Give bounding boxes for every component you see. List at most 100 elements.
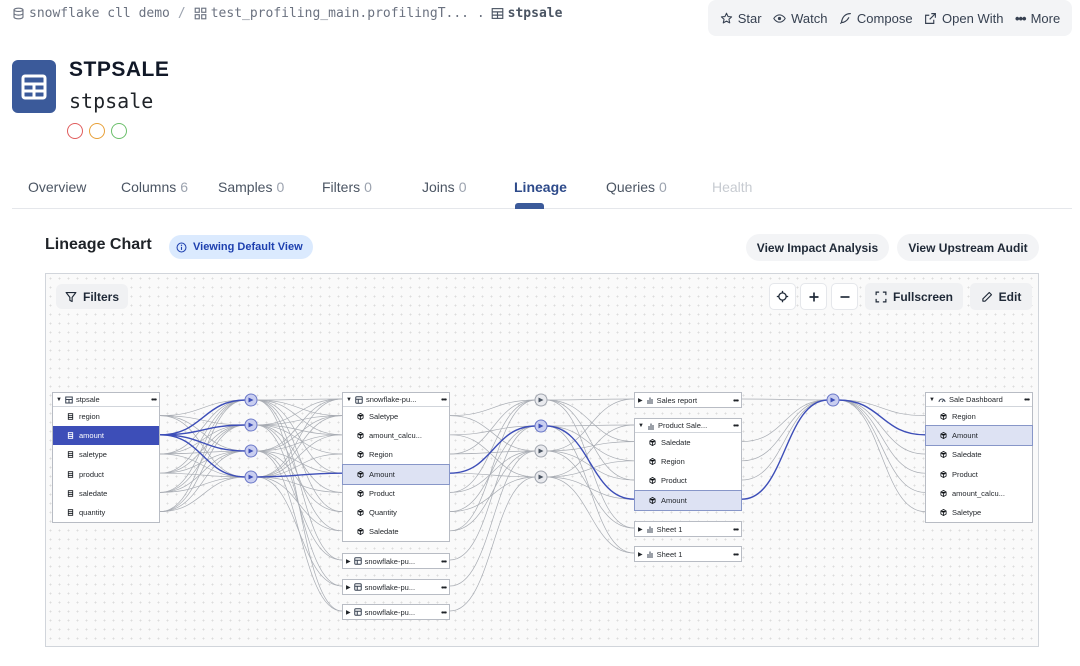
lineage-column-product[interactable]: product: [53, 465, 159, 484]
lineage-column-saledate[interactable]: Saledate: [343, 522, 449, 541]
lineage-node-sheet-1[interactable]: ▶Sheet 1•••: [634, 546, 742, 562]
lineage-column-amount-calcu[interactable]: amount_calcu...: [926, 484, 1032, 503]
lineage-node-header[interactable]: ▶Sheet 1•••: [635, 522, 741, 536]
recenter-button[interactable]: [769, 283, 796, 310]
caret-right-icon[interactable]: ▶: [638, 397, 643, 404]
caret-right-icon[interactable]: ▶: [346, 584, 351, 591]
breadcrumb-item-datasource[interactable]: snowflake cll demo: [12, 6, 170, 21]
lineage-column-amount[interactable]: amount: [53, 426, 159, 446]
caret-down-icon[interactable]: ▼: [929, 396, 935, 403]
lineage-node-header[interactable]: ▼Product Sale...•••: [635, 419, 741, 433]
lineage-column-saledate[interactable]: Saledate: [926, 445, 1032, 464]
compose-button[interactable]: Compose: [839, 11, 913, 26]
info-icon: [176, 242, 187, 252]
lineage-column-amount[interactable]: Amount: [342, 463, 450, 485]
open-with-button[interactable]: Open With: [924, 11, 1003, 26]
zoom-in-button[interactable]: [800, 283, 827, 310]
zoom-out-button[interactable]: [831, 283, 858, 310]
lineage-edge: [159, 399, 247, 493]
lineage-edge: [255, 450, 343, 474]
lineage-column-region[interactable]: Region: [926, 407, 1032, 426]
lineage-column-amount[interactable]: Amount: [634, 489, 742, 511]
lineage-column-saletype[interactable]: Saletype: [926, 503, 1032, 522]
view-impact-analysis-button[interactable]: View Impact Analysis: [746, 234, 889, 261]
status-dot-green[interactable]: [111, 123, 127, 139]
node-menu-icon[interactable]: •••: [1024, 395, 1030, 404]
caret-right-icon[interactable]: ▶: [346, 609, 351, 616]
status-dot-orange[interactable]: [89, 123, 105, 139]
lineage-node-snowflake-pu[interactable]: ▶snowflake-pu...•••: [342, 553, 450, 569]
caret-down-icon[interactable]: ▼: [56, 396, 62, 403]
node-menu-icon[interactable]: •••: [441, 395, 447, 404]
lineage-node-title: stpsale: [75, 395, 100, 404]
node-menu-icon[interactable]: •••: [151, 395, 157, 404]
page-subtitle: stpsale: [69, 89, 154, 113]
lineage-column-saletype[interactable]: Saletype: [343, 407, 449, 426]
caret-down-icon[interactable]: ▼: [638, 422, 644, 429]
lineage-node-snowflake-pu[interactable]: ▶snowflake-pu...•••: [342, 579, 450, 595]
page-title: STPSALE: [69, 58, 170, 81]
node-menu-icon[interactable]: •••: [733, 395, 739, 405]
node-menu-icon[interactable]: •••: [441, 556, 447, 566]
lineage-chart-title: Lineage Chart: [45, 236, 152, 253]
view-badge[interactable]: Viewing Default View: [169, 235, 313, 259]
lineage-column-amount-calcu[interactable]: amount_calcu...: [343, 426, 449, 445]
node-menu-icon[interactable]: •••: [441, 607, 447, 617]
lineage-node-header[interactable]: ▶Sales report•••: [635, 393, 741, 407]
edit-button[interactable]: Edit: [970, 283, 1032, 310]
lineage-column-quantity[interactable]: quantity: [53, 503, 159, 522]
caret-down-icon[interactable]: ▼: [346, 396, 352, 403]
caret-right-icon[interactable]: ▶: [638, 526, 643, 533]
lineage-node-header[interactable]: ▶snowflake-pu...•••: [343, 605, 449, 619]
star-button[interactable]: Star: [720, 11, 762, 26]
watch-button[interactable]: Watch: [773, 11, 827, 26]
caret-right-icon[interactable]: ▶: [346, 558, 351, 565]
fullscreen-button[interactable]: Fullscreen: [865, 283, 963, 310]
node-menu-icon[interactable]: •••: [733, 524, 739, 534]
lineage-node-header[interactable]: ▼snowflake-pu...•••: [343, 393, 449, 407]
lineage-column-region[interactable]: region: [53, 407, 159, 426]
node-menu-icon[interactable]: •••: [733, 421, 739, 430]
node-menu-icon[interactable]: •••: [733, 549, 739, 559]
lineage-column-saletype[interactable]: saletype: [53, 445, 159, 464]
more-button[interactable]: ••• More: [1015, 11, 1060, 26]
lineage-node-sales-report[interactable]: ▶Sales report•••: [634, 392, 742, 408]
tab-overview[interactable]: Overview: [28, 179, 86, 195]
status-dot-red[interactable]: [67, 123, 83, 139]
lineage-node-header[interactable]: ▼Sale Dashboard•••: [926, 393, 1032, 407]
tab-lineage[interactable]: Lineage: [514, 179, 567, 195]
lineage-edge: [255, 399, 343, 436]
lineage-edge: [255, 399, 343, 561]
lineage-node-snowflake-pu[interactable]: ▶snowflake-pu...•••: [342, 604, 450, 620]
lineage-node-sheet-1[interactable]: ▶Sheet 1•••: [634, 521, 742, 537]
lineage-node-header[interactable]: ▼ stpsale •••: [53, 393, 159, 407]
breadcrumb-item-schema[interactable]: test_profiling_main.profilingT... .: [194, 6, 485, 21]
filters-button[interactable]: Filters: [56, 284, 129, 309]
lineage-node-header[interactable]: ▶snowflake-pu...•••: [343, 554, 449, 568]
lineage-column-region[interactable]: Region: [343, 445, 449, 464]
lineage-column-quantity[interactable]: Quantity: [343, 503, 449, 522]
view-upstream-audit-button[interactable]: View Upstream Audit: [897, 234, 1039, 261]
lineage-column-amount[interactable]: Amount: [925, 425, 1033, 447]
lineage-canvas[interactable]: Filters Fullscreen Edit ▼ stpsale ••• regio…: [45, 273, 1039, 647]
lineage-column-product[interactable]: Product: [635, 471, 741, 490]
lineage-column-product[interactable]: Product: [343, 484, 449, 503]
caret-right-icon[interactable]: ▶: [638, 551, 643, 558]
lineage-edge-highlighted: [159, 399, 247, 436]
lineage-column-product[interactable]: Product: [926, 465, 1032, 484]
lineage-node-header[interactable]: ▶Sheet 1•••: [635, 547, 741, 561]
lineage-column-saledate[interactable]: Saledate: [635, 433, 741, 452]
lineage-column-saledate[interactable]: saledate: [53, 484, 159, 503]
lineage-column-region[interactable]: Region: [635, 452, 741, 471]
lineage-node-header[interactable]: ▶snowflake-pu...•••: [343, 580, 449, 594]
node-menu-icon[interactable]: •••: [441, 582, 447, 592]
